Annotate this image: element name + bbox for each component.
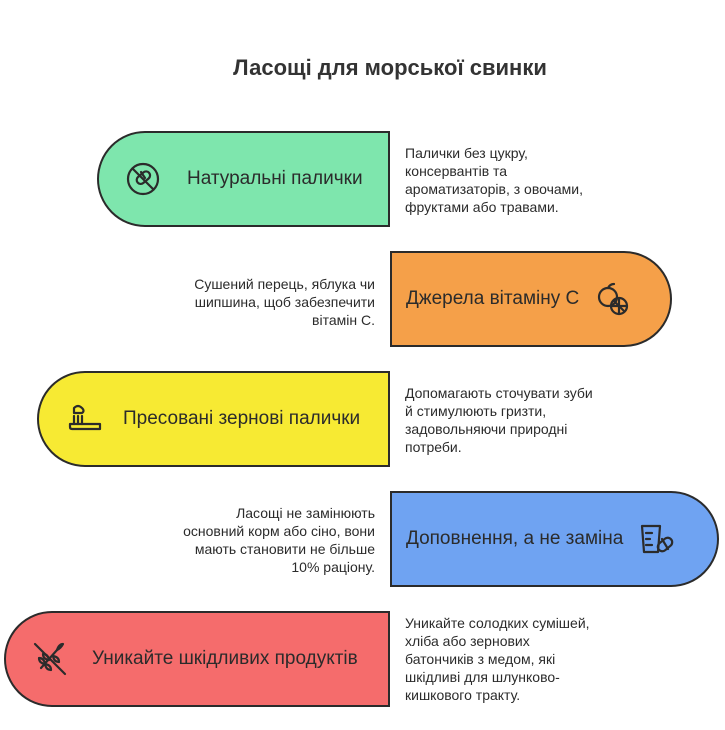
pill-natural-sticks: Натуральні палички: [97, 131, 390, 227]
description-vitamin-c: Сушений перець, яблука чи шипшина, щоб з…: [194, 276, 375, 328]
pill-pressed-grain-sticks: Пресовані зернові палички: [37, 371, 390, 467]
diagram-title: Ласощі для морської свинки: [233, 55, 547, 80]
pill-label: Натуральні палички: [187, 168, 363, 189]
description-natural-sticks: Палички без цукру, консервантів та арома…: [405, 145, 584, 215]
pill-label: Уникайте шкідливих продуктів: [92, 648, 358, 669]
no-grain-icon: [30, 639, 70, 679]
pill-label: Доповнення, а не заміна: [406, 528, 624, 549]
pill-label: Джерела вітаміну C: [406, 288, 580, 309]
citrus-icon: [593, 279, 633, 319]
supplement-icon: [637, 519, 677, 559]
pill-avoid-harmful-foods: Уникайте шкідливих продуктів: [4, 611, 390, 707]
description-avoid-harmful-foods: Уникайте солодких сумішей, хліба або зер…: [405, 615, 590, 703]
pill-label: Пресовані зернові палички: [123, 408, 361, 429]
toothbrush-icon: [63, 399, 103, 439]
no-pills-icon: [123, 159, 163, 199]
description-supplement: Ласощі не замінюють основний корм або сі…: [183, 505, 375, 575]
pill-supplement: Доповнення, а не заміна: [390, 491, 719, 587]
pill-vitamin-c: Джерела вітаміну C: [390, 251, 672, 347]
description-pressed-grain-sticks: Допомагають сточувати зуби й стимулюють …: [405, 385, 593, 455]
